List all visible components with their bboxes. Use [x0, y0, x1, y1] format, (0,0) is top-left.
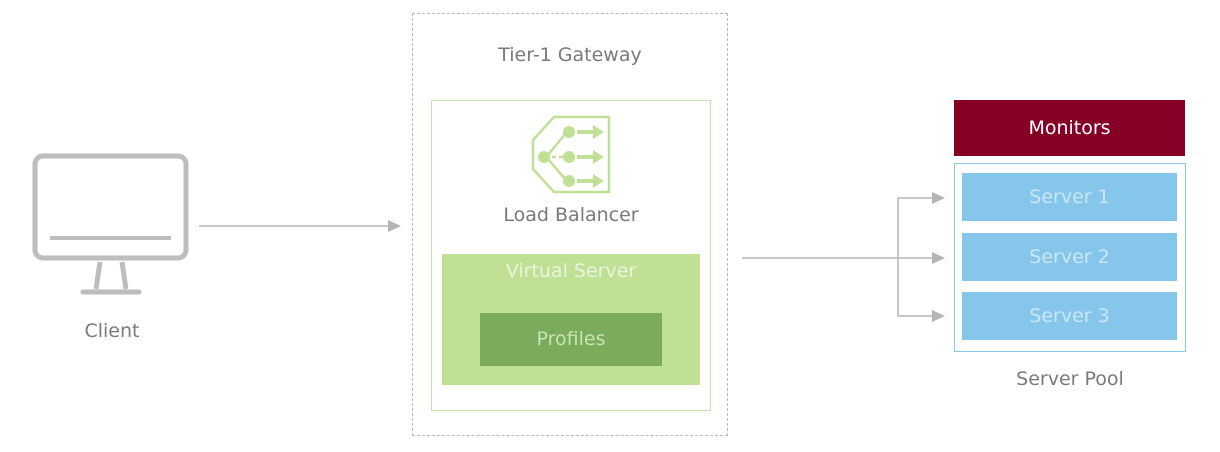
arrowhead-server-3 [932, 310, 945, 322]
arrowhead-server-1 [932, 192, 945, 204]
server-3-box: Server 3 [962, 292, 1177, 340]
profiles-box: Profiles [480, 313, 662, 366]
server-1-box: Server 1 [962, 173, 1177, 221]
gateway-title: Tier-1 Gateway [498, 44, 642, 66]
arrowhead-gateway [388, 220, 401, 232]
load-balancer-icon [531, 115, 611, 194]
virtual-server-label: Virtual Server [505, 260, 637, 282]
pool-branch-line [897, 197, 932, 317]
monitor-icon [32, 153, 189, 295]
monitors-box: Monitors [954, 100, 1185, 156]
client-label: Client [84, 320, 140, 342]
server-2-box: Server 2 [962, 233, 1177, 281]
tier1-gateway-box [412, 13, 728, 436]
server-pool-box [954, 163, 1186, 352]
arrowhead-server-2 [932, 252, 945, 264]
server-pool-label: Server Pool [1016, 368, 1124, 390]
load-balancer-box [431, 100, 711, 411]
load-balancer-label: Load Balancer [503, 204, 639, 226]
